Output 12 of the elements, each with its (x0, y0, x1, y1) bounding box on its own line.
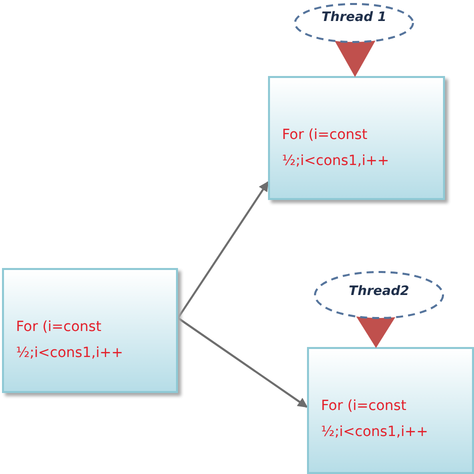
arrow (177, 317, 308, 408)
dashed-ellipse (313, 270, 445, 320)
thread-label: Thread2 (348, 284, 410, 299)
process-box (268, 76, 445, 200)
code-text: For (i=const ½;i<cons1,i++ (282, 126, 390, 171)
code-text: For (i=const ½;i<cons1,i++ (16, 318, 124, 363)
process-box (307, 347, 474, 474)
thread-label: Thread 1 (320, 10, 388, 25)
process-box (2, 268, 178, 393)
arrow (177, 181, 269, 319)
dashed-ellipse (293, 2, 415, 44)
code-text: For (i=const ½;i<cons1,i++ (321, 397, 430, 442)
